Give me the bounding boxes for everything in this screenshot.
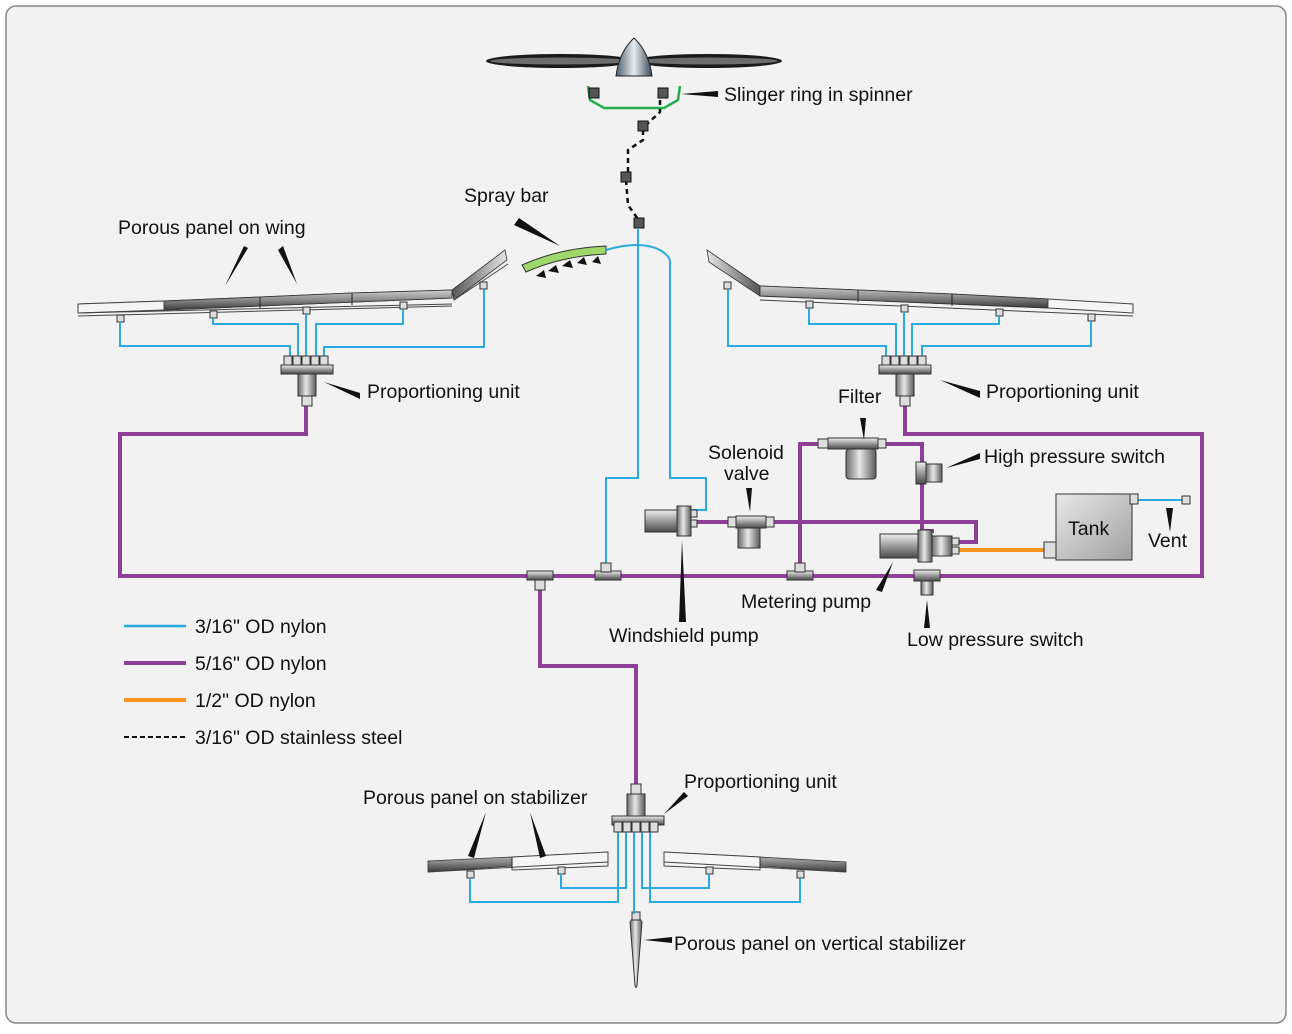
label-proportioning-unit-right: Proportioning unit	[986, 381, 1139, 403]
tee-fittings	[526, 562, 814, 591]
legend-label: 3/16" OD nylon	[195, 616, 327, 638]
label-spray-bar: Spray bar	[464, 185, 549, 207]
label-solenoid: Solenoid	[708, 442, 784, 464]
spinner	[615, 37, 653, 77]
legend-item: 3/16" OD nylon	[124, 616, 327, 638]
right-proportioning-unit	[878, 355, 932, 407]
spray-bar	[521, 245, 607, 278]
windshield-pump	[644, 505, 698, 537]
high-pressure-switch	[915, 461, 943, 485]
vertical-stabilizer	[629, 911, 643, 988]
legend-item: 5/16" OD nylon	[124, 653, 327, 675]
label-porous-panel-vertical: Porous panel on vertical stabilizer	[674, 933, 966, 955]
tail-proportioning-unit	[611, 783, 665, 833]
propeller	[486, 37, 782, 77]
legend-label: 1/2" OD nylon	[195, 690, 316, 712]
legend: 3/16" OD nylon 5/16" OD nylon 1/2" OD ny…	[124, 616, 402, 749]
label-slinger-ring: Slinger ring in spinner	[724, 84, 913, 106]
label-windshield-pump: Windshield pump	[609, 625, 759, 647]
thin-nylon-lines	[119, 228, 1184, 914]
callout-pointers	[225, 91, 1173, 943]
legend-item: 3/16" OD stainless steel	[124, 727, 402, 749]
label-porous-panel-wing: Porous panel on wing	[118, 217, 306, 239]
label-low-pressure-switch: Low pressure switch	[907, 629, 1084, 651]
left-wing-porous-panel	[77, 249, 509, 323]
label-filter: Filter	[838, 386, 882, 408]
label-valve: valve	[724, 463, 770, 485]
legend-label: 5/16" OD nylon	[195, 653, 327, 675]
solenoid-valve	[727, 515, 775, 549]
filter	[817, 437, 887, 480]
label-porous-panel-stabilizer: Porous panel on stabilizer	[363, 787, 588, 809]
horizontal-stabilizer	[427, 851, 847, 879]
slinger-ring	[586, 85, 682, 110]
label-proportioning-unit-tail: Proportioning unit	[684, 771, 837, 793]
label-tank: Tank	[1068, 518, 1109, 540]
low-pressure-switch	[913, 569, 941, 596]
label-vent: Vent	[1148, 530, 1188, 552]
medium-nylon-lines	[118, 404, 1204, 785]
steel-line	[624, 100, 662, 223]
legend-item: 1/2" OD nylon	[124, 690, 316, 712]
label-high-pressure-switch: High pressure switch	[984, 446, 1165, 468]
tank	[1043, 493, 1139, 561]
legend-label: 3/16" OD stainless steel	[195, 727, 402, 749]
metering-pump	[879, 529, 960, 563]
left-proportioning-unit	[280, 355, 334, 407]
label-proportioning-unit-left: Proportioning unit	[367, 381, 520, 403]
label-metering-pump: Metering pump	[741, 591, 871, 613]
